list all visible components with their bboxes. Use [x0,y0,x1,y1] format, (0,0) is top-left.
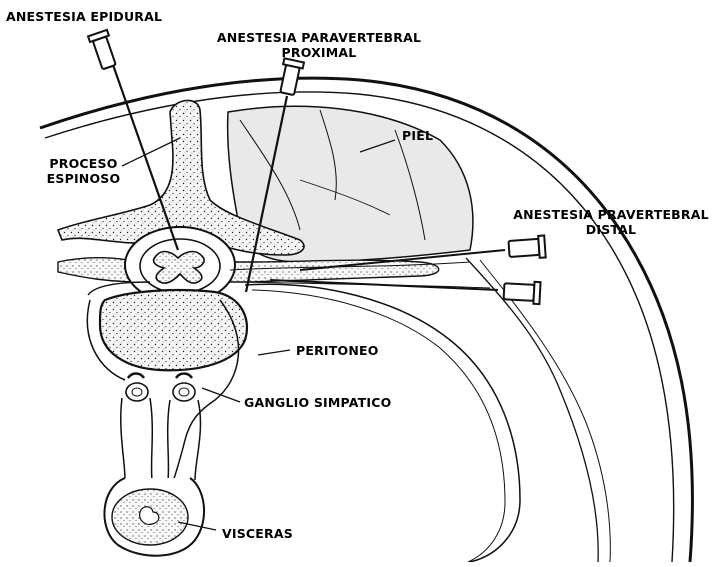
label-paravertebral-line1: ANESTESIA PARAVERTEBRAL [194,30,444,45]
label-pravertebral-line1: ANESTESIA PRAVERTEBRAL [500,207,722,222]
vertebral-body [100,290,247,370]
label-peritoneo: PERITONEO [296,343,379,358]
wall-inner-line [466,258,598,562]
label-anestesia-pravertebral-distal: ANESTESIA PRAVERTEBRAL DISTAL [500,207,722,237]
label-proceso-line2: ESPINOSO [36,171,131,186]
label-ganglio-simpatico: GANGLIO SIMPATICO [244,395,391,410]
label-visceras: VISCERAS [222,526,293,541]
label-proceso-line1: PROCESO [36,156,131,171]
label-pravertebral-line2: DISTAL [500,222,722,237]
mesentery [121,398,201,480]
wall-inner-line-2 [480,260,610,562]
peritoneum [245,284,520,562]
label-paravertebral-line2: PROXIMAL [194,45,444,60]
label-anestesia-epidural: ANESTESIA EPIDURAL [6,9,162,24]
label-proceso-espinoso: PROCESO ESPINOSO [36,156,131,186]
label-piel: PIEL [402,128,433,143]
label-anestesia-paravertebral-proximal: ANESTESIA PARAVERTEBRAL PROXIMAL [194,30,444,60]
